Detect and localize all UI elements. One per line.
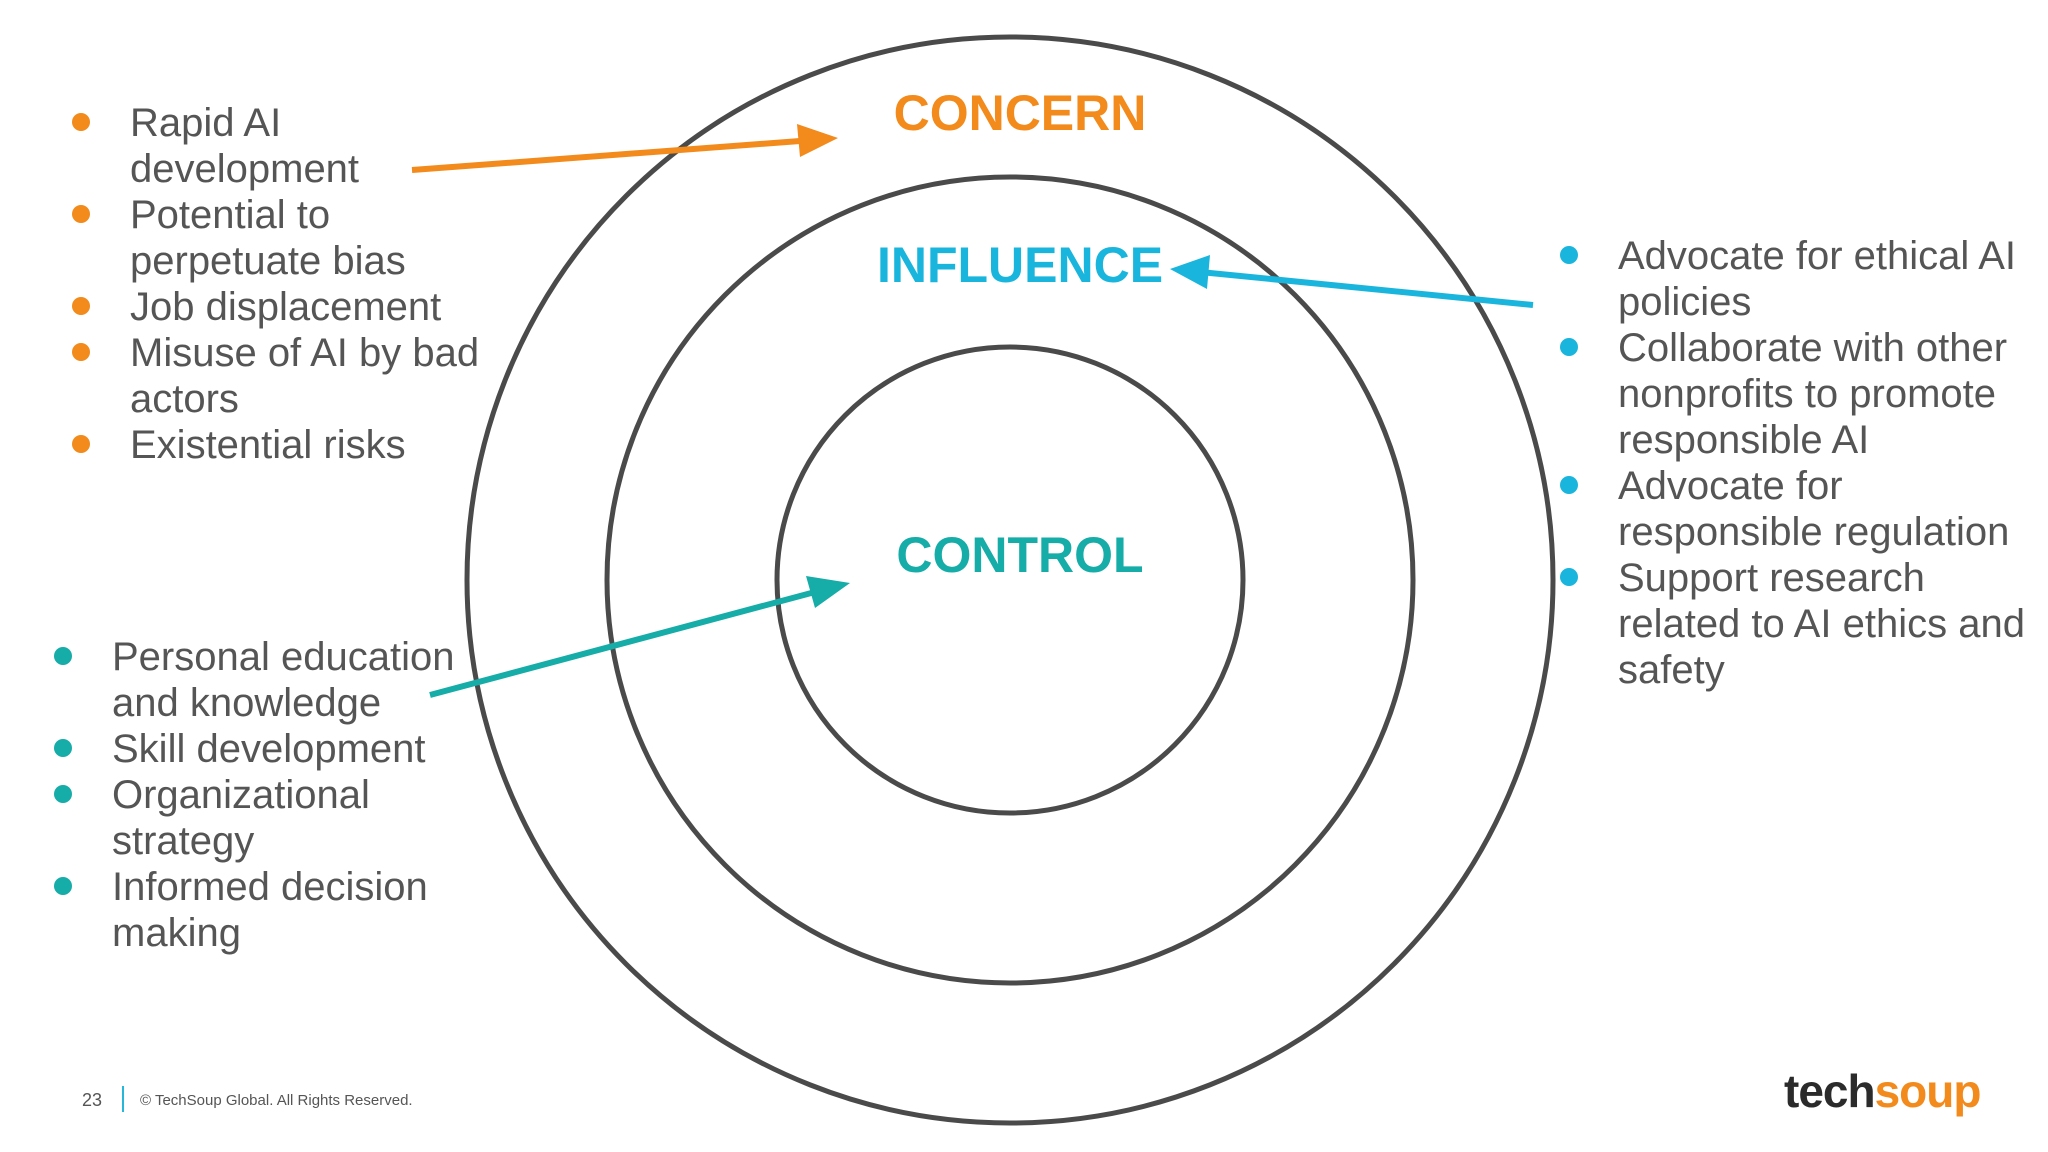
influence-arrowhead [1170, 255, 1210, 289]
logo-soup: soup [1874, 1065, 1982, 1117]
influence-list: Advocate for ethical AI policies Collabo… [1560, 233, 2030, 693]
list-item: Advocate for responsible regulation [1560, 463, 2030, 555]
list-item: Support research related to AI ethics an… [1560, 555, 2030, 693]
bullet-dot [72, 343, 90, 361]
concern-arrow [411, 138, 801, 173]
bullet-dot [54, 785, 72, 803]
control-arrowhead [806, 576, 850, 608]
list-item: Rapid AI development [72, 100, 492, 192]
bullet-dot [72, 205, 90, 223]
bullet-dot [72, 297, 90, 315]
bullet-dot [1560, 568, 1578, 586]
list-item: Collaborate with other nonprofits to pro… [1560, 325, 2030, 463]
logo-tech: tech [1784, 1065, 1876, 1117]
bullet-dot [72, 113, 90, 131]
control-circle [774, 344, 1246, 816]
list-item-text: Existential risks [130, 423, 406, 467]
list-item-text: Advocate for ethical AI policies [1618, 234, 2017, 324]
list-item-text: Organizational strategy [112, 773, 370, 863]
techsoup-logo: techsoup [1784, 1065, 1982, 1117]
list-item: Misuse of AI by bad actors [72, 330, 492, 422]
list-item: Skill development [54, 726, 474, 772]
list-item-text: Potential to perpetuate bias [130, 193, 406, 283]
list-item: Advocate for ethical AI policies [1560, 233, 2030, 325]
list-item: Existential risks [72, 422, 492, 468]
list-item-text: Collaborate with other nonprofits to pro… [1618, 326, 2008, 462]
copyright-text: © TechSoup Global. All Rights Reserved. [140, 1092, 413, 1109]
list-item: Personal education and knowledge [54, 634, 474, 726]
footer-divider [122, 1086, 124, 1112]
control-label: CONTROL [896, 527, 1144, 583]
list-item-text: Rapid AI development [130, 101, 360, 191]
page-number: 23 [82, 1090, 103, 1110]
influence-arrow [1199, 269, 1534, 308]
list-item: Potential to perpetuate bias [72, 192, 492, 284]
bullet-dot [1560, 476, 1578, 494]
list-item-text: Job displacement [130, 285, 442, 329]
list-item: Job displacement [72, 284, 492, 330]
concern-label: CONCERN [893, 85, 1147, 141]
list-item-text: Advocate for responsible regulation [1618, 464, 2010, 554]
bullet-dot [72, 435, 90, 453]
bullet-dot [54, 647, 72, 665]
bullet-dot [1560, 246, 1578, 264]
control-list: Personal education and knowledge Skill d… [54, 634, 474, 956]
concern-arrowhead [797, 124, 838, 157]
list-item: Informed decision making [54, 864, 474, 956]
bullet-dot [54, 877, 72, 895]
list-item-text: Informed decision making [112, 865, 428, 955]
list-item-text: Support research related to AI ethics an… [1618, 556, 2025, 692]
list-item: Organizational strategy [54, 772, 474, 864]
concern-circle [464, 34, 1556, 1126]
control-arrow [429, 589, 816, 698]
list-item-text: Skill development [112, 727, 426, 771]
list-item-text: Misuse of AI by bad actors [130, 331, 480, 421]
list-item-text: Personal education and knowledge [112, 635, 455, 725]
influence-label: INFLUENCE [876, 237, 1164, 293]
concern-list: Rapid AI development Potential to perpet… [72, 100, 492, 468]
bullet-dot [1560, 338, 1578, 356]
influence-circle [604, 174, 1416, 986]
bullet-dot [54, 739, 72, 757]
